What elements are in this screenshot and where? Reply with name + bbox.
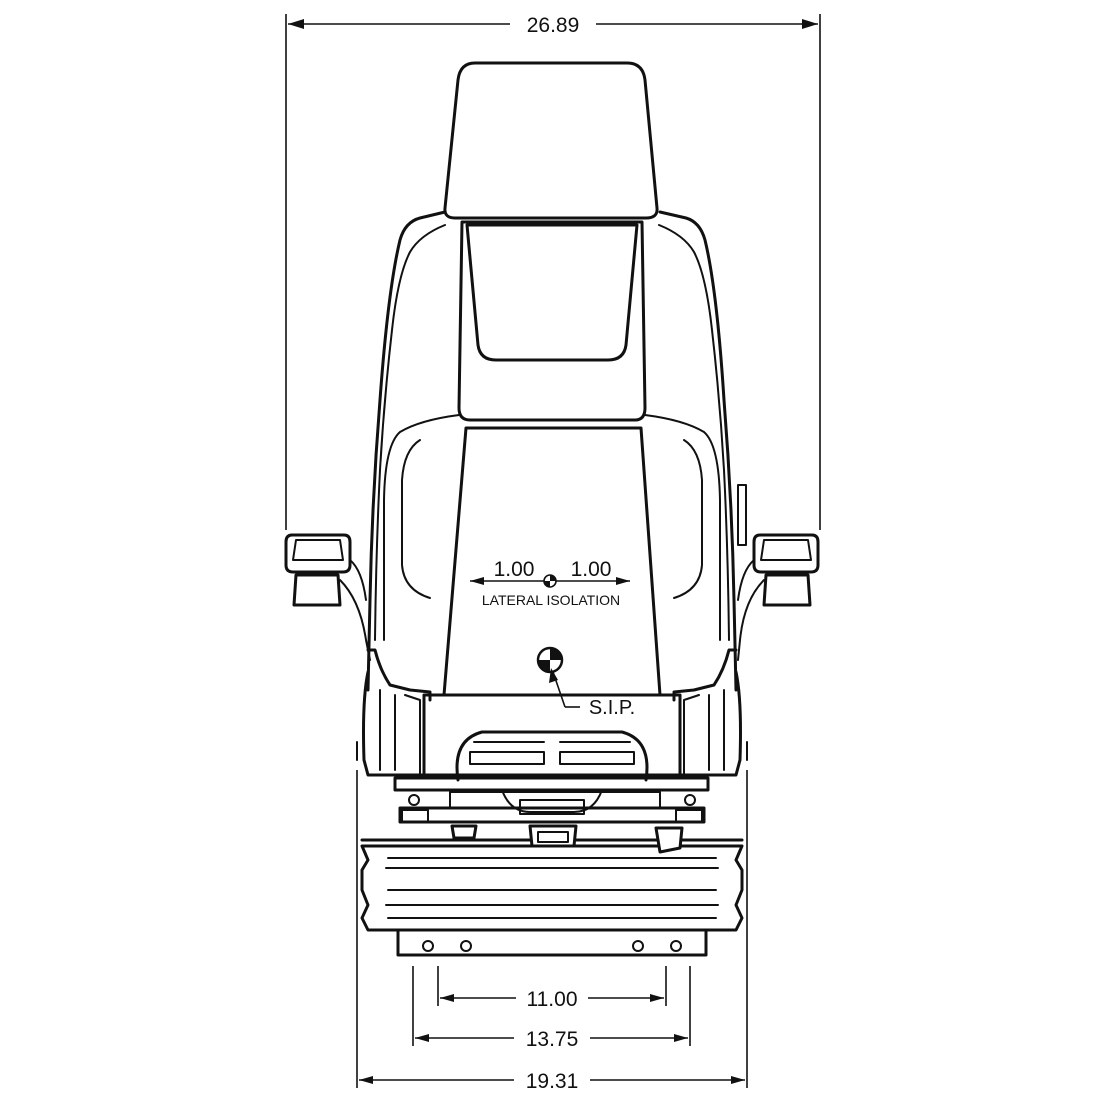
- armrest-left: [284, 533, 371, 661]
- backrest-upper-panel: [457, 220, 647, 422]
- sip-marker: S.I.P.: [536, 646, 635, 719]
- base-width-label: 19.31: [526, 1070, 579, 1093]
- suspension-top: [393, 776, 710, 824]
- dimension-mount-outer: 13.75: [412, 966, 691, 1051]
- backrest-side-left: [374, 224, 446, 641]
- overall-width-label: 26.89: [527, 14, 580, 37]
- lateral-left-label: 1.00: [494, 558, 535, 581]
- seat-cushion: [356, 648, 748, 777]
- mount-inner-label: 11.00: [527, 988, 578, 1011]
- mount-outer-label: 13.75: [526, 1028, 579, 1051]
- backrest-contour-left: [383, 414, 460, 641]
- dimension-overall-width: 26.89: [285, 14, 821, 530]
- armrest-right: [737, 484, 820, 661]
- seat-handle: [455, 730, 649, 782]
- lateral-right-label: 1.00: [571, 558, 612, 581]
- backrest-lumbar-window: [465, 223, 639, 362]
- dimension-lateral-isolation: 1.00 1.00 LATERAL ISOLATION: [470, 558, 630, 608]
- backrest-side-right: [658, 224, 730, 641]
- dimension-base-width: 19.31: [356, 770, 748, 1093]
- backrest-bolster-right: [673, 439, 703, 599]
- sip-label: S.I.P.: [589, 697, 635, 719]
- backrest-outer: [366, 210, 738, 692]
- backrest-contour-right: [644, 414, 721, 641]
- lateral-isolation-label: LATERAL ISOLATION: [482, 592, 620, 608]
- dimension-mount-inner: 11.00: [437, 966, 667, 1011]
- headrest: [443, 61, 659, 220]
- backrest-bolster-left: [401, 439, 431, 599]
- suspension-bellows: [360, 824, 744, 957]
